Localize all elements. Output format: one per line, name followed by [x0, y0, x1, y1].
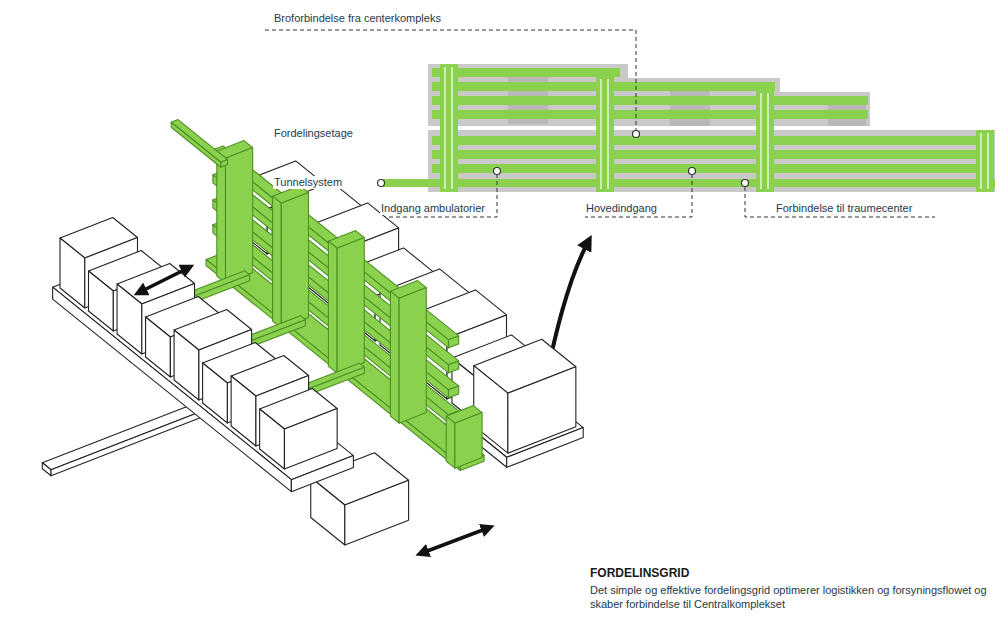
caption-title: FORDELINSGRID [590, 566, 689, 580]
core-line [760, 93, 761, 189]
face [260, 409, 285, 469]
distribution-corridor [432, 164, 992, 173]
face [231, 376, 256, 446]
vertical-core [217, 141, 253, 284]
core-line [444, 67, 445, 189]
face [399, 288, 426, 424]
double-arrow [422, 528, 488, 553]
face [221, 160, 228, 168]
core-line [980, 133, 981, 189]
axonometric-model [42, 120, 583, 545]
leader-dot [633, 131, 640, 138]
face [508, 367, 576, 453]
face [337, 238, 364, 374]
face [51, 407, 213, 476]
section-diagram [381, 64, 995, 192]
distribution-corridor [432, 68, 620, 77]
leader-line [265, 30, 636, 130]
face [345, 480, 409, 545]
leader-dot [494, 168, 501, 175]
core-line [451, 67, 452, 189]
vertical-core [446, 406, 482, 469]
distribution-corridor [432, 150, 992, 159]
face [42, 400, 212, 470]
distribution-corridor [432, 96, 868, 105]
callout-label: Forbindelse til traumecenter [775, 202, 913, 215]
callout-label: Indgang ambulatorier [380, 202, 486, 215]
vertical-core [328, 231, 364, 374]
face [455, 413, 482, 469]
core-line [600, 79, 601, 189]
face [311, 477, 345, 545]
face [146, 317, 171, 377]
callout-label: Broforbindelse fra centerkompleks [273, 12, 442, 25]
face [171, 122, 221, 167]
face [281, 193, 308, 329]
green-bridge [171, 120, 227, 168]
face [42, 463, 51, 476]
double-arrow [140, 268, 188, 292]
vertical-core [390, 281, 426, 424]
face [171, 120, 227, 163]
leader-line [585, 174, 692, 217]
leader-dot [378, 180, 385, 187]
face [203, 363, 228, 423]
leader-dot [689, 168, 696, 175]
distribution-corridor [432, 136, 992, 145]
leader-dot [742, 180, 749, 187]
face [284, 409, 337, 469]
face [446, 416, 455, 468]
callout-label: Tunnelsystem [273, 176, 343, 189]
callout-label: Fordelingsetage [273, 127, 354, 140]
leader-line [745, 187, 935, 217]
bridge-beam [42, 400, 212, 476]
vertical-core [976, 130, 994, 192]
caption-text: Det simple og effektive fordelingsgrid o… [590, 583, 998, 611]
vertical-core [440, 64, 458, 192]
leader-line [378, 174, 497, 217]
face [273, 196, 282, 328]
building-block [474, 339, 576, 453]
core-line [987, 133, 988, 189]
face [390, 291, 399, 423]
vertical-core [756, 90, 774, 192]
face [89, 271, 114, 331]
face [449, 336, 459, 348]
face [117, 284, 142, 354]
base-slab [53, 263, 354, 492]
callout-label: Hovedindgang [585, 202, 658, 215]
face [225, 148, 252, 284]
face [449, 361, 459, 373]
core-line [767, 93, 768, 189]
face [53, 263, 354, 480]
face [449, 386, 459, 398]
core-line [607, 79, 608, 189]
vertical-core [596, 76, 614, 192]
building-block [260, 389, 338, 469]
face [217, 151, 226, 283]
vertical-core [273, 186, 309, 329]
face [174, 330, 199, 400]
tunnel [381, 179, 995, 187]
face [328, 241, 337, 373]
distribution-corridor [432, 110, 868, 119]
face [60, 238, 85, 308]
